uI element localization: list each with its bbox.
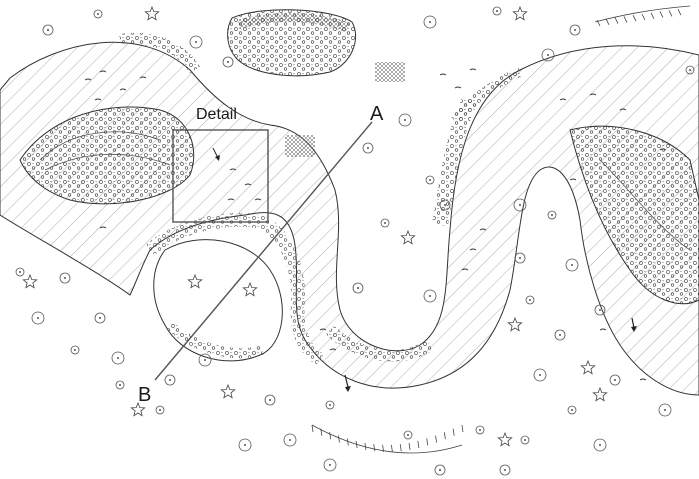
- top-fragment: [228, 10, 356, 76]
- crosshatch-patch: [285, 135, 315, 157]
- star-cell-icon: [513, 7, 526, 20]
- star-cell-icon: [401, 231, 414, 244]
- star-cell-icon: [593, 388, 606, 401]
- detail-label: Detail: [196, 106, 237, 123]
- perichondrium-edge-bottom: [312, 425, 463, 453]
- section-label-a: A: [370, 103, 384, 125]
- section-label-b: B: [138, 384, 151, 406]
- star-cell-icon: [23, 275, 36, 288]
- star-cell-icon: [581, 361, 594, 374]
- star-cell-icon: [498, 433, 511, 446]
- star-cell-icon: [221, 385, 234, 398]
- star-cell-icon: [508, 318, 521, 331]
- crosshatch-patch: [375, 62, 405, 82]
- perichondrium-edge-right: [595, 6, 690, 26]
- star-cell-icon: [145, 7, 158, 20]
- lower-cavity: [154, 240, 283, 361]
